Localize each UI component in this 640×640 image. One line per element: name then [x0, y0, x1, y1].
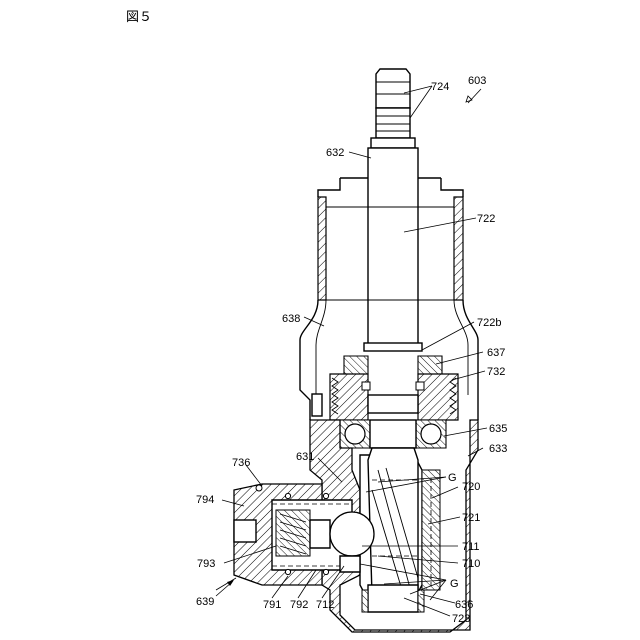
label-G-upper: G: [448, 472, 457, 484]
label-722b: 722b: [477, 317, 501, 329]
label-722: 722: [477, 213, 495, 225]
label-732: 732: [487, 366, 505, 378]
label-736: 736: [232, 457, 250, 469]
label-723: 723: [452, 613, 470, 625]
label-724: 724: [431, 81, 449, 93]
label-792: 792: [290, 599, 308, 611]
label-794: 794: [196, 494, 214, 506]
label-603: 603: [468, 75, 486, 87]
label-720: 720: [462, 481, 480, 493]
label-631: 631: [296, 451, 314, 463]
bearing-635: [340, 420, 446, 448]
label-632: 632: [326, 147, 344, 159]
label-639: 639: [196, 596, 214, 608]
label-793: 793: [197, 558, 215, 570]
label-635: 635: [489, 423, 507, 435]
label-791: 791: [263, 599, 281, 611]
label-710: 710: [462, 558, 480, 570]
label-G-lower: G: [450, 578, 459, 590]
label-633: 633: [489, 443, 507, 455]
label-721: 721: [462, 512, 480, 524]
seal-thread-region: [330, 356, 458, 420]
label-711: 711: [462, 541, 480, 553]
shaft-722: [364, 69, 422, 351]
label-712: 712: [316, 599, 334, 611]
label-637: 637: [487, 347, 505, 359]
label-638: 638: [282, 313, 300, 325]
figure-title: 図５: [126, 10, 152, 25]
label-636: 636: [455, 599, 473, 611]
